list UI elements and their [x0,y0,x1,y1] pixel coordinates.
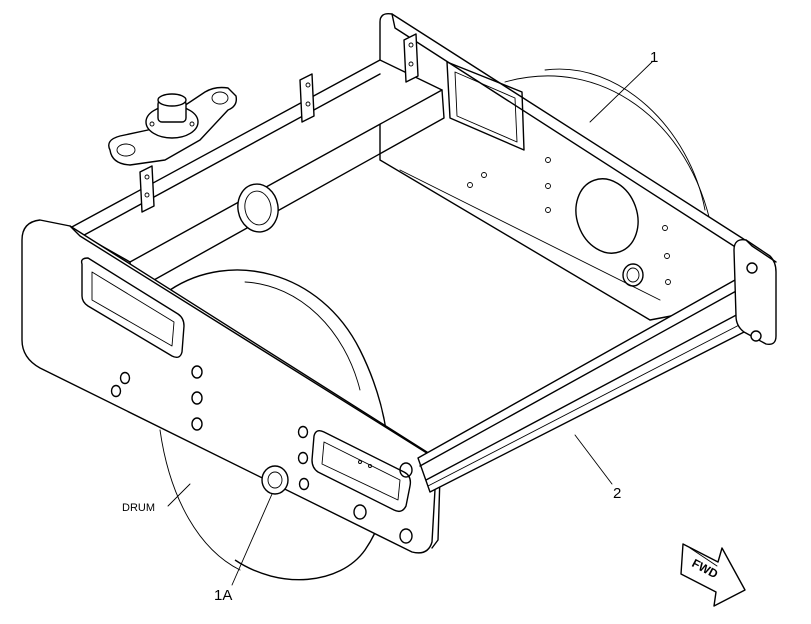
callout-drum: DRUM [122,502,155,514]
front-cross-tube [417,239,777,493]
leader-line-1 [589,61,653,123]
inner-edge-line [399,169,661,301]
callout-part-2: 2 [613,485,621,502]
forward-direction-arrow: FWD [680,543,746,607]
callout-part-1a: 1A [214,587,232,604]
hitch-bracket [108,86,238,166]
leader-line-drum [167,483,191,507]
rear-cross-beam [69,33,445,291]
callout-part-1: 1 [650,49,658,66]
leader-lines [167,61,653,586]
leader-line-2 [574,434,613,485]
leader-line-1a [231,493,273,586]
right-side-plate [379,12,756,321]
